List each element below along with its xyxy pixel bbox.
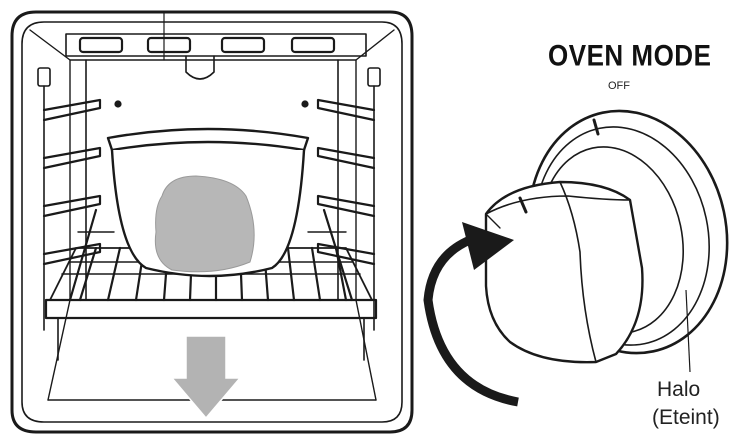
down-arrow-icon: [170, 335, 242, 420]
halo-leader-line: [685, 289, 691, 373]
halo-label-french: (Eteint): [652, 406, 720, 429]
food-item: [154, 175, 255, 273]
top-element: [65, 33, 367, 108]
halo-label: Halo: [657, 378, 701, 401]
oven-mode-label: OVEN MODE: [548, 38, 712, 73]
oven-mode-knob: [484, 109, 729, 364]
curved-arrow-icon: [423, 222, 519, 407]
off-label: OFF: [608, 80, 630, 92]
